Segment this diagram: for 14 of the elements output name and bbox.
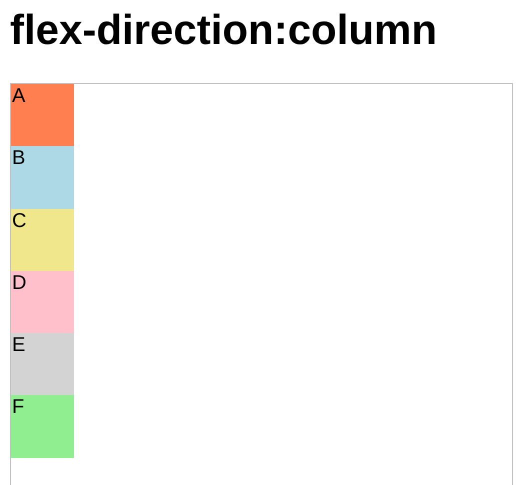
item-label: E [11, 333, 26, 358]
flex-item [11, 333, 74, 396]
flex-container [10, 83, 513, 485]
item-label: F [11, 395, 24, 420]
flex-item [11, 395, 74, 458]
item-label: B [11, 146, 26, 170]
item-label: A [11, 84, 26, 108]
item-label: D [11, 270, 26, 295]
flex-item [11, 208, 74, 271]
page-title: flex-direction:column [10, 5, 438, 55]
item-label: C [11, 208, 26, 233]
flex-item [11, 270, 74, 334]
flex-item [11, 146, 74, 209]
flex-item [11, 84, 74, 146]
